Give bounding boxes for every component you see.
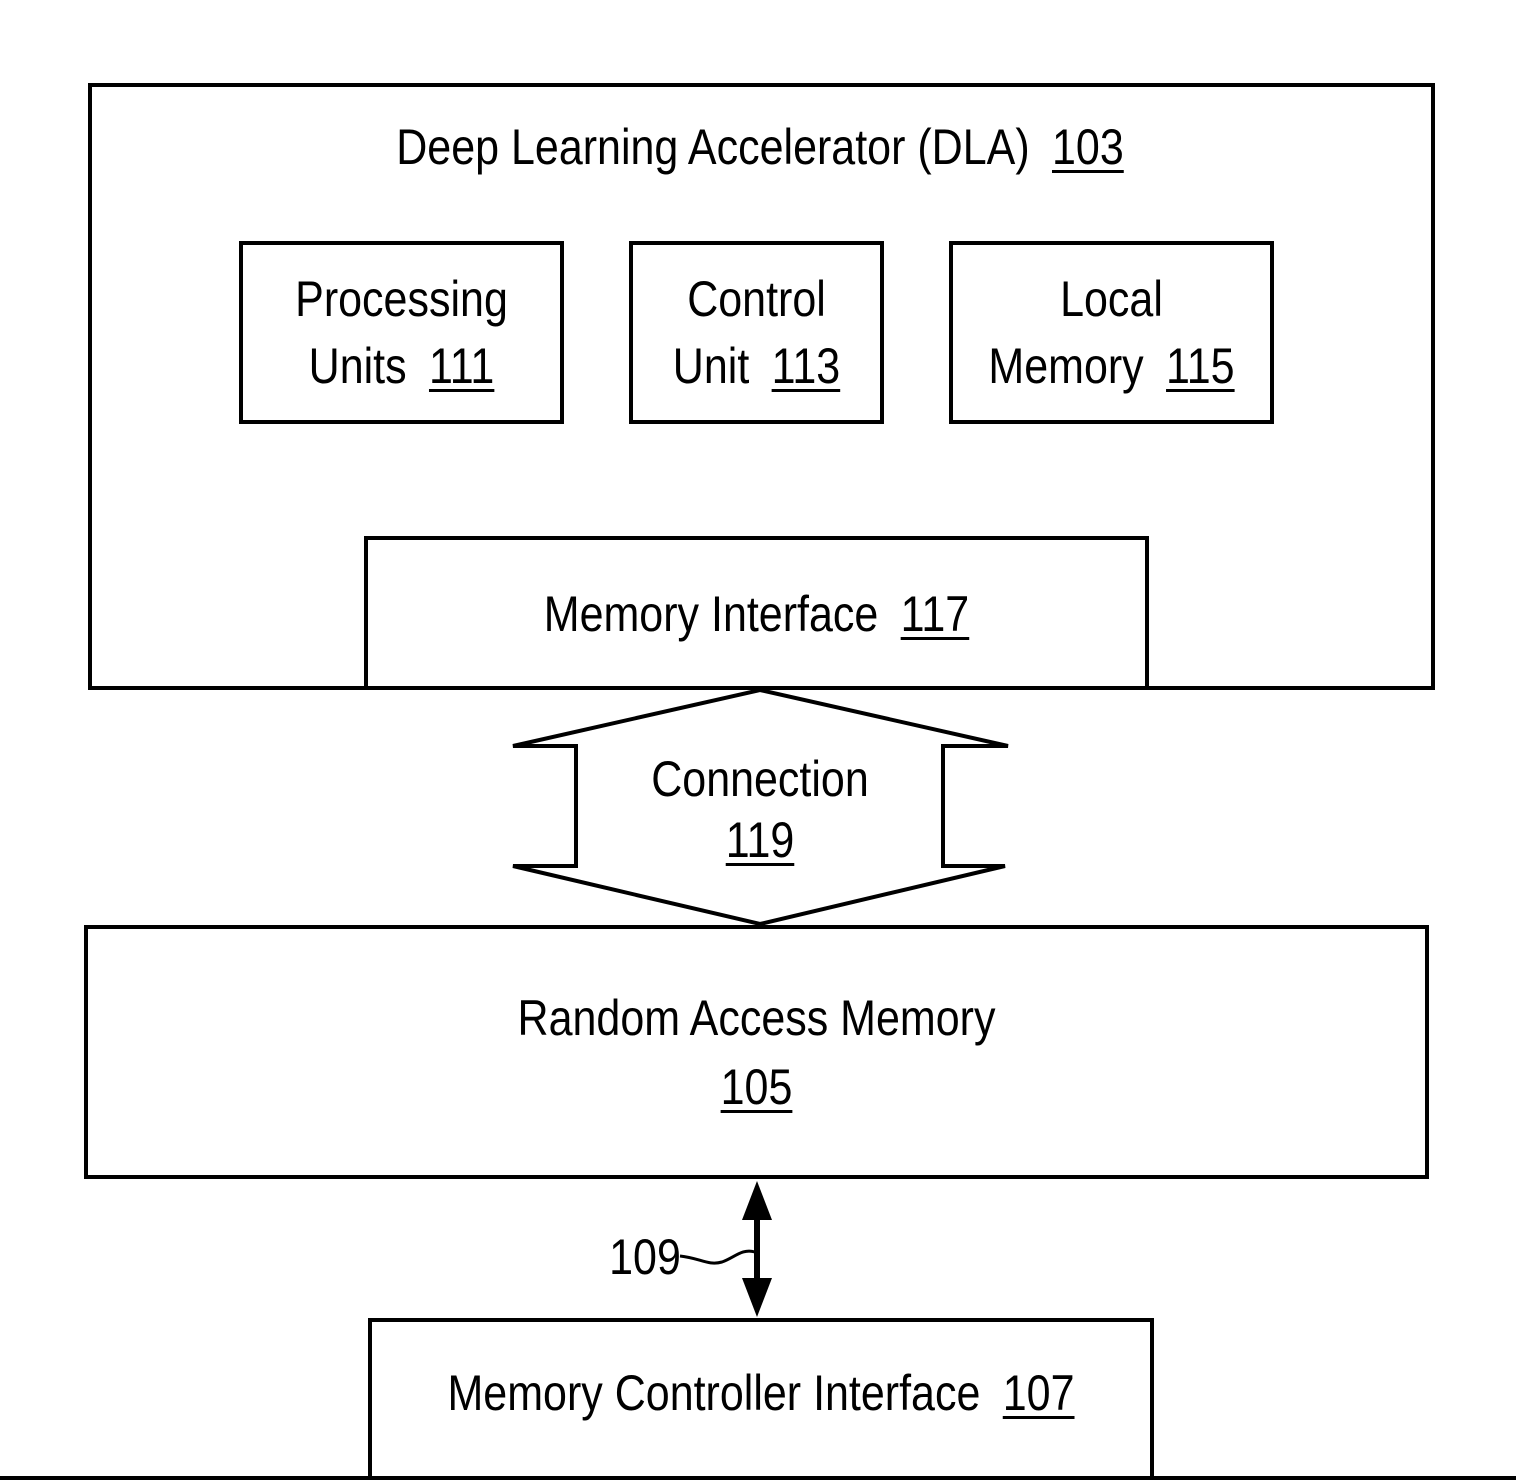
- connection-line2: 119: [588, 815, 932, 865]
- connection-ref: 119: [726, 812, 795, 868]
- bus-link-ref: 109: [609, 1229, 681, 1285]
- bus-link-label: 109: [602, 1232, 688, 1282]
- connection-label: Connection: [651, 751, 869, 807]
- bus-link-leader: [680, 1251, 755, 1263]
- connection-line1: Connection: [588, 754, 932, 804]
- bus-link-arrowhead-up: [742, 1181, 772, 1220]
- connection-arrow: [513, 690, 1008, 924]
- bus-link-arrowhead-down: [742, 1278, 772, 1317]
